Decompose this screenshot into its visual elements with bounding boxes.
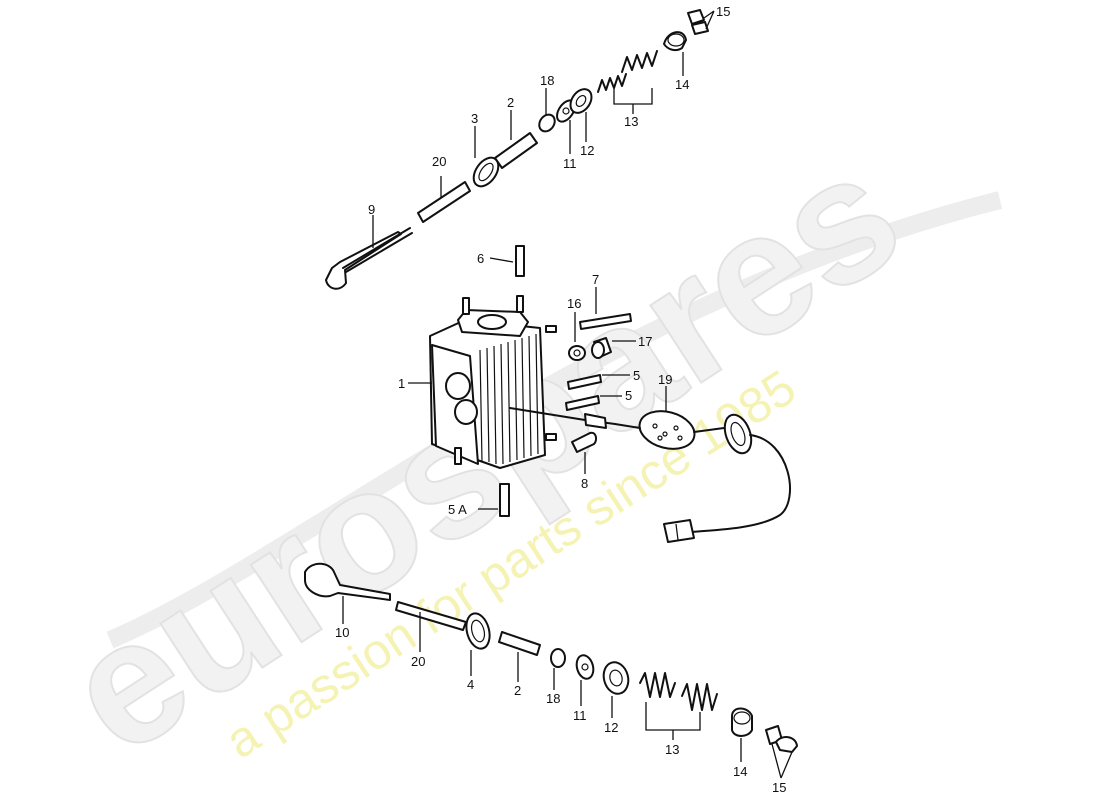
valve-keepers-15-bot-part	[765, 725, 798, 753]
part-number-labels: 9 20 3 2 18 11 12 13 14 15 6 7 16 17 1 5…	[335, 4, 786, 795]
cap-8-part	[571, 431, 598, 453]
spring-retainer-14-top-part	[663, 31, 687, 52]
spring-retainer-14-bot-part	[731, 707, 753, 737]
label-14-bot: 14	[733, 764, 747, 779]
label-5a: 5	[633, 368, 640, 383]
label-20-top: 20	[432, 154, 446, 169]
label-12-top: 12	[580, 143, 594, 158]
label-13-bot: 13	[665, 742, 679, 757]
valve-guide-2-bot-part	[498, 631, 541, 656]
leader-lines	[342, 10, 793, 779]
label-9: 9	[368, 202, 375, 217]
label-12-bot: 12	[604, 720, 618, 735]
label-5b: 5	[625, 388, 632, 403]
seal-18-top-part	[538, 113, 556, 133]
label-10: 10	[335, 625, 349, 640]
label-11-top: 11	[563, 156, 577, 171]
seal-18-bot-part	[550, 648, 566, 668]
label-6: 6	[477, 251, 484, 266]
label-15-top: 15	[716, 4, 730, 19]
label-5A: 5 A	[448, 502, 467, 517]
sensor-19-part	[509, 407, 791, 543]
valve-guide-20-top-part	[417, 181, 471, 223]
label-18-top: 18	[540, 73, 554, 88]
stud-5A-part	[499, 483, 510, 517]
valve-guide-2-top-part	[494, 132, 538, 169]
label-3: 3	[471, 111, 478, 126]
label-7: 7	[592, 272, 599, 287]
stud-5b-part	[565, 395, 600, 411]
label-2-bot: 2	[514, 683, 521, 698]
valve-keepers-15-top-part	[687, 9, 709, 35]
cylinder-head-1-part	[429, 295, 557, 469]
label-16: 16	[567, 296, 581, 311]
label-13-top: 13	[624, 114, 638, 129]
label-17: 17	[638, 334, 652, 349]
label-1: 1	[398, 376, 405, 391]
label-11-bot: 11	[573, 708, 587, 723]
washer-12-top-part	[569, 88, 593, 114]
washer-12-bot-part	[602, 661, 630, 695]
nut-17-part	[591, 337, 612, 359]
stud-7-part	[579, 313, 632, 330]
springs-13-top-part	[597, 50, 658, 93]
label-15-bot: 15	[772, 780, 786, 795]
stud-5a-part	[567, 374, 602, 390]
label-20-bot: 20	[411, 654, 425, 669]
washer-16-part	[568, 345, 586, 361]
valve-seat-ring-4-part	[465, 612, 491, 650]
label-18-bot: 18	[546, 691, 560, 706]
label-8: 8	[581, 476, 588, 491]
label-19: 19	[658, 372, 672, 387]
valve-10-part	[304, 562, 391, 601]
valve-9-part	[325, 227, 413, 290]
springs-13-bot-part	[639, 672, 718, 711]
valve-guide-20-bot-part	[395, 601, 467, 631]
label-2-top: 2	[507, 95, 514, 110]
label-14-top: 14	[675, 77, 689, 92]
washer-11-bot-part	[575, 654, 595, 680]
label-4: 4	[467, 677, 474, 692]
stud-6-part	[515, 245, 525, 277]
